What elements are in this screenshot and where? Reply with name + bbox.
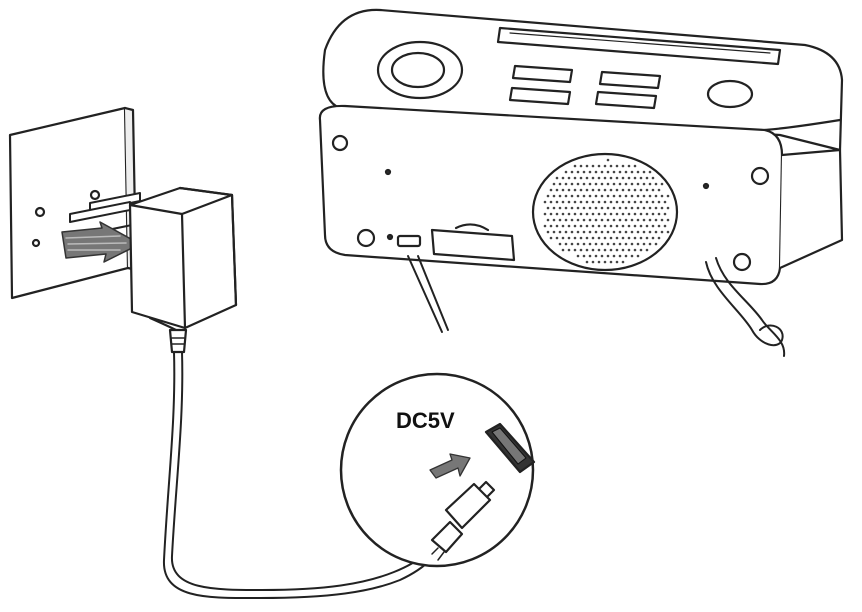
insert-arrow-icon bbox=[61, 221, 141, 263]
dc-port bbox=[396, 234, 422, 248]
zoom-callout: DC5V bbox=[339, 255, 536, 568]
dc5v-label: DC5V bbox=[396, 408, 455, 433]
usb-cable bbox=[162, 351, 445, 600]
power-adapter bbox=[128, 186, 238, 354]
adapter-prongs bbox=[69, 192, 141, 237]
fm-antenna-wire bbox=[705, 257, 786, 357]
battery-cover bbox=[430, 223, 516, 262]
speaker-grille bbox=[531, 152, 679, 272]
